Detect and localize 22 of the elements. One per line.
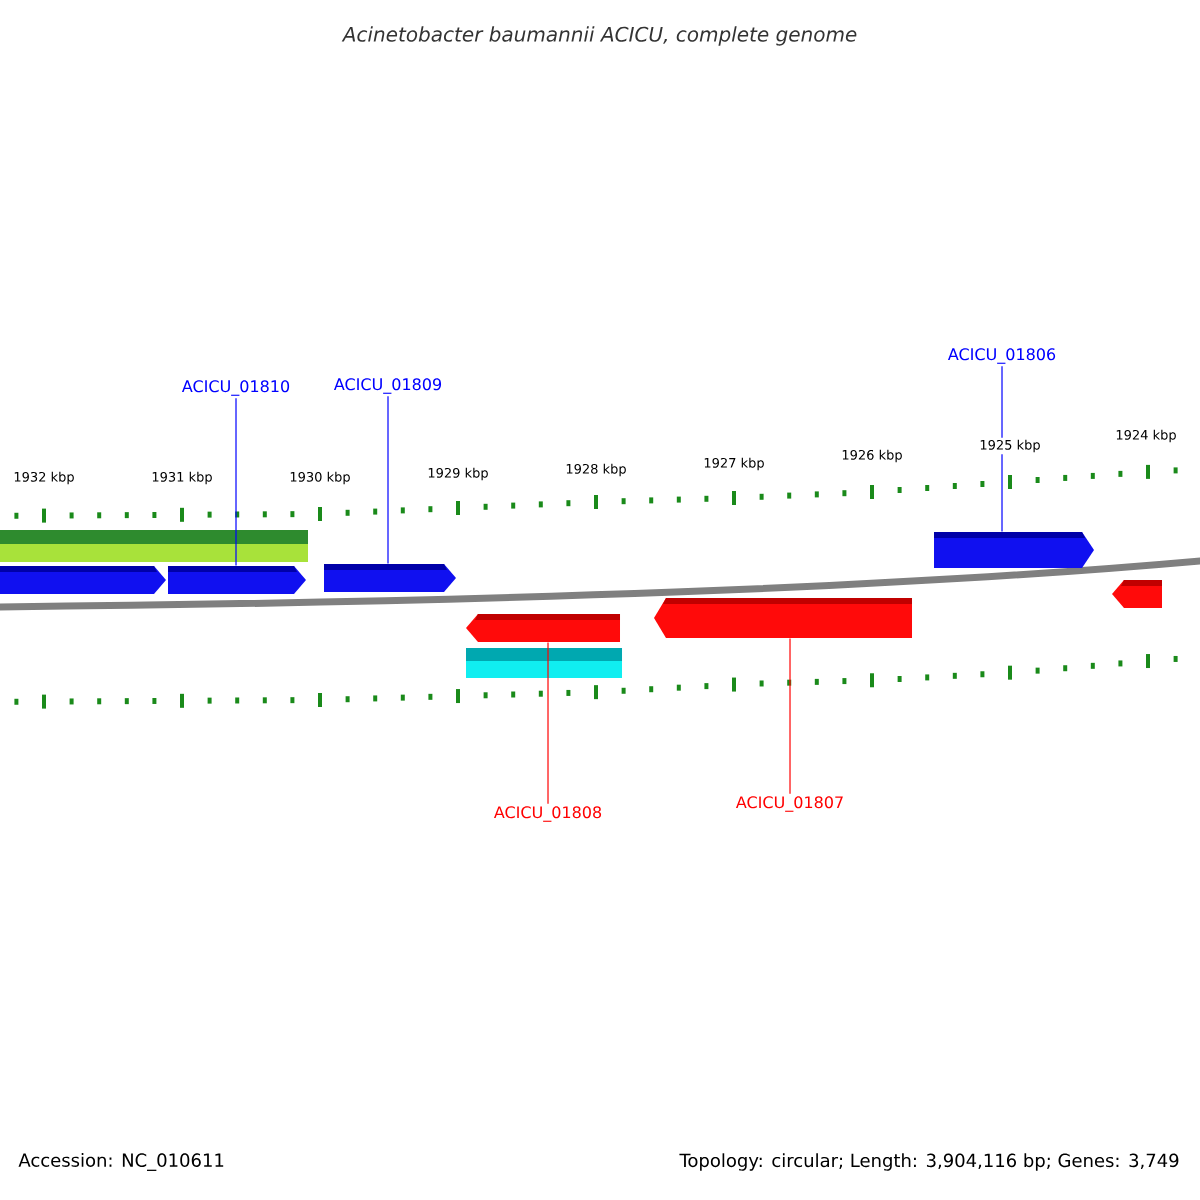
title: Acinetobacter baumannii ACICU, complete genome (341, 26, 857, 46)
gene-label: ACICU_01806 (947, 348, 1056, 364)
gene-feature (1112, 580, 1162, 608)
gene-feature (324, 564, 456, 592)
gene-band (0, 530, 308, 562)
accession-note: Accession: NC_010611 (18, 1153, 224, 1171)
gene-feature (934, 532, 1094, 568)
leader-line (789, 637, 791, 795)
gene-feature (654, 598, 912, 638)
gene-feature (168, 566, 306, 594)
leader-line (387, 395, 389, 565)
leader-line (547, 641, 549, 805)
leader-line (1001, 365, 1003, 533)
gene-feature (466, 614, 620, 642)
gene-label: ACICU_01807 (735, 796, 843, 812)
gene-feature (0, 566, 166, 594)
leader-line (235, 397, 237, 567)
gene-band (466, 648, 622, 678)
gene-label: ACICU_01808 (493, 806, 602, 822)
gene-label: ACICU_01810 (181, 380, 290, 396)
genome-info-note: Topology: circular; Length: 3,904,116 bp; Genes: 3,749 (679, 1153, 1179, 1171)
gene-label: ACICU_01809 (333, 378, 442, 394)
